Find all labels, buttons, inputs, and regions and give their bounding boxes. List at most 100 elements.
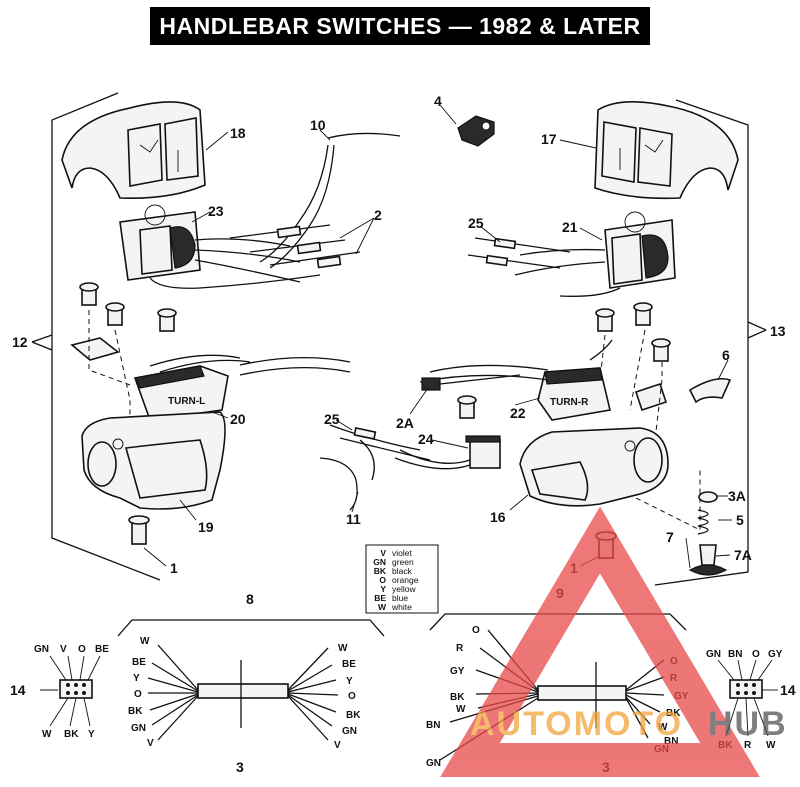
callout-24: 24	[418, 431, 434, 447]
wire-tag: W	[456, 704, 466, 715]
clamp-blocks	[70, 337, 732, 412]
wire-tag: GN	[426, 758, 441, 769]
watermark-text-gray: HUB	[708, 705, 788, 743]
callout-25: 25	[468, 215, 484, 231]
wire-tag: O	[472, 625, 480, 636]
pin-label: O	[78, 644, 86, 655]
wire-tag: BE	[132, 657, 146, 668]
legend-name: black	[392, 566, 413, 576]
wire-tag: V	[334, 740, 341, 751]
callout-8: 8	[246, 591, 254, 607]
callout-22: 22	[510, 405, 526, 421]
harness-left: W BE Y O BK GN V W BE Y O BK GN V	[117, 619, 385, 751]
pin-label: W	[766, 740, 776, 751]
pin-label: O	[752, 649, 760, 660]
wire-tag: R	[456, 643, 464, 654]
callout-17: 17	[541, 131, 557, 147]
turn-right-label: TURN-R	[550, 397, 589, 408]
left-bracket	[31, 92, 161, 581]
harness-right: O R GY BK W BN GN O R GY BK W BN GN	[426, 613, 689, 769]
wire-tag: W	[658, 722, 668, 733]
pin-label: BK	[64, 729, 79, 740]
callout-7A: 7A	[734, 547, 752, 563]
wire-tag: Y	[133, 673, 140, 684]
legend-name: yellow	[392, 584, 416, 594]
wire-tag: W	[338, 643, 348, 654]
screws-left	[79, 282, 177, 332]
wire-clip	[457, 115, 495, 147]
callout-7: 7	[666, 529, 674, 545]
connector-pins-2	[229, 224, 361, 269]
callout-2A: 2A	[396, 415, 414, 431]
screws-right	[457, 302, 671, 419]
wire-tag: BN	[426, 720, 440, 731]
wire-tag: O	[134, 689, 142, 700]
callout-3A: 3A	[728, 488, 746, 504]
pin-label: W	[42, 729, 52, 740]
connector-left: GN V O BE W BK Y	[34, 644, 109, 740]
wire-tag: BE	[342, 659, 356, 670]
pin-label: GY	[768, 649, 783, 660]
diagram-title: HANDLEBAR SWITCHES — 1982 & LATER	[150, 7, 650, 45]
wire-tag: GY	[450, 666, 465, 677]
wire-tag: BK	[450, 692, 465, 703]
callout-13: 13	[770, 323, 786, 339]
legend-code: O	[379, 575, 386, 585]
callout-11: 11	[346, 511, 361, 527]
connector-leads-25-upper	[467, 237, 571, 269]
legend-code: BE	[374, 593, 386, 603]
watermark-text-orange: AUTOMOTO	[470, 705, 683, 743]
wire-tag: GN	[131, 723, 146, 734]
legend-name: blue	[392, 593, 408, 603]
turn-left-label: TURN-L	[168, 396, 205, 407]
legend-name: violet	[392, 548, 412, 558]
callout-6: 6	[722, 347, 730, 363]
legend-code: Y	[380, 584, 386, 594]
connector-leads-25-lower	[329, 424, 431, 461]
callout-14-left: 14	[10, 682, 26, 698]
spring-detent-stack	[688, 491, 728, 576]
pin-label: GN	[34, 644, 49, 655]
callout-14-right: 14	[780, 682, 796, 698]
callout-10: 10	[310, 117, 326, 133]
wire-tag: O	[348, 691, 356, 702]
wire-tag: BN	[664, 736, 678, 747]
left-lower-housing	[81, 411, 226, 545]
legend-code: BK	[374, 566, 387, 576]
callout-1-left: 1	[170, 560, 178, 576]
wire-tag: BK	[346, 710, 361, 721]
wire-tag: W	[140, 636, 150, 647]
left-housing-cover	[61, 101, 206, 200]
right-housing-cover	[594, 101, 739, 200]
wire-11	[319, 439, 375, 511]
pin-label: Y	[88, 729, 95, 740]
turn-right-switch: TURN-R	[419, 339, 613, 421]
callout-2: 2	[374, 207, 382, 223]
callout-16: 16	[490, 509, 506, 525]
pin-label: BN	[728, 649, 742, 660]
legend-name: white	[391, 602, 412, 612]
turn-left-switch: TURN-L	[133, 354, 351, 421]
watermark-logo: AUTOMOTO HUB	[440, 506, 788, 777]
callout-12: 12	[12, 334, 28, 350]
legend-code: GN	[373, 557, 386, 567]
callout-5: 5	[736, 512, 744, 528]
wire-tag: V	[147, 738, 154, 749]
connector-2A	[421, 374, 521, 391]
callout-3-left: 3	[236, 759, 244, 775]
pin-label: R	[744, 740, 752, 751]
callout-21: 21	[562, 219, 578, 235]
wire-tag: GN	[342, 726, 357, 737]
callout-18: 18	[230, 125, 246, 141]
legend-code: V	[380, 548, 386, 558]
callout-19: 19	[198, 519, 214, 535]
harness-wire-10	[259, 132, 401, 269]
callout-25b: 25	[324, 411, 340, 427]
legend-name: orange	[392, 575, 419, 585]
wire-tag: BK	[128, 706, 143, 717]
callout-20: 20	[230, 411, 246, 427]
wire-tag: BK	[666, 708, 681, 719]
legend-code: W	[378, 602, 387, 612]
left-switch-assembly	[119, 204, 321, 289]
